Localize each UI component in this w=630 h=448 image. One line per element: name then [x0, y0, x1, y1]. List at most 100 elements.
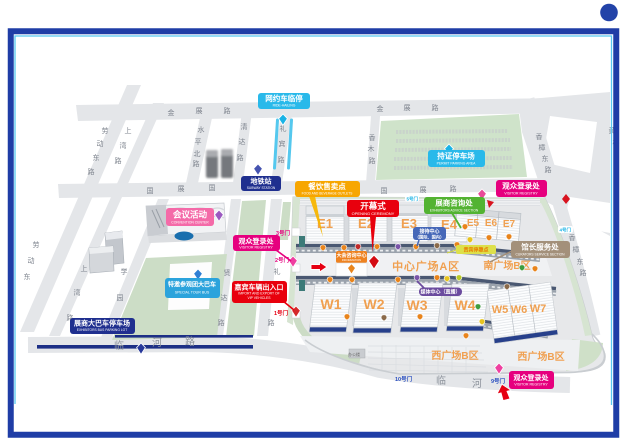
svg-text:接待中心: 接待中心 [418, 228, 439, 235]
svg-text:动: 动 [97, 139, 104, 148]
svg-text:路: 路 [545, 165, 552, 174]
svg-text:办公楼: 办公楼 [348, 351, 360, 357]
svg-text:展商大巴车停车场: 展商大巴车停车场 [73, 319, 130, 328]
svg-text:SUBWAY STATION: SUBWAY STATION [247, 186, 276, 190]
svg-text:2号门: 2号门 [275, 256, 290, 264]
svg-text:餐饮售卖点: 餐饮售卖点 [307, 181, 346, 191]
svg-text:E2: E2 [358, 216, 374, 231]
svg-text:水: 水 [198, 125, 205, 134]
svg-text:北: 北 [194, 150, 201, 158]
svg-text:路: 路 [237, 153, 244, 162]
svg-text:W7: W7 [530, 303, 547, 315]
svg-text:上: 上 [81, 264, 88, 273]
svg-text:樟: 樟 [573, 245, 580, 254]
svg-text:香: 香 [536, 132, 543, 141]
svg-text:路: 路 [115, 156, 122, 165]
svg-text:达: 达 [221, 293, 228, 302]
svg-text:路: 路 [88, 167, 95, 176]
svg-text:INFORMATION: INFORMATION [342, 258, 361, 262]
svg-text:RIDE-HAILING: RIDE-HAILING [273, 104, 296, 108]
svg-text:展: 展 [404, 104, 411, 112]
svg-text:VISITOR REGISTRY: VISITOR REGISTRY [239, 246, 273, 250]
svg-text:国: 国 [381, 187, 388, 195]
svg-text:特邀参观团大巴车: 特邀参观团大巴车 [168, 281, 216, 289]
svg-text:路: 路 [193, 159, 200, 168]
svg-text:路: 路 [369, 156, 376, 165]
svg-text:馆长服务处: 馆长服务处 [521, 242, 559, 252]
svg-text:路: 路 [432, 103, 439, 112]
svg-text:持证停车场: 持证停车场 [437, 151, 475, 161]
svg-text:开幕式: 开幕式 [360, 201, 386, 211]
svg-text:路: 路 [450, 184, 457, 193]
svg-text:清: 清 [241, 122, 248, 131]
svg-text:金: 金 [168, 108, 175, 117]
svg-text:湾: 湾 [120, 141, 127, 150]
svg-text:樟: 樟 [539, 143, 546, 152]
svg-text:礼: 礼 [280, 124, 287, 133]
svg-text:媒体中心（直播）: 媒体中心（直播） [419, 289, 460, 296]
svg-text:路: 路 [67, 313, 74, 322]
svg-text:EXHIBITORS ADVICE SECTION: EXHIBITORS ADVICE SECTION [430, 209, 479, 213]
svg-text:路: 路 [580, 268, 587, 277]
svg-text:平: 平 [195, 138, 202, 146]
svg-text:上: 上 [125, 126, 132, 135]
svg-text:大会咨询中心: 大会咨询中心 [336, 252, 366, 259]
svg-text:湾: 湾 [74, 288, 81, 297]
svg-text:路: 路 [224, 106, 231, 115]
svg-text:河: 河 [152, 337, 162, 349]
svg-text:E6: E6 [485, 218, 498, 229]
svg-text:展商咨询处: 展商咨询处 [434, 198, 473, 208]
svg-text:动: 动 [28, 256, 35, 265]
svg-text:国: 国 [209, 184, 216, 192]
svg-text:东: 东 [24, 272, 31, 281]
svg-text:观众登录处: 观众登录处 [502, 181, 540, 191]
svg-text:W5: W5 [492, 304, 509, 316]
svg-text:VISITOR REGISTRY: VISITOR REGISTRY [514, 383, 548, 387]
svg-text:嘉宾车辆出入口: 嘉宾车辆出入口 [234, 283, 284, 292]
svg-text:临: 临 [114, 339, 124, 352]
svg-text:W1: W1 [321, 296, 342, 312]
svg-text:国: 国 [147, 187, 154, 195]
svg-text:PERMIT PARKING AREA: PERMIT PARKING AREA [437, 162, 476, 166]
svg-text:E7: E7 [503, 219, 516, 230]
svg-text:展: 展 [420, 186, 427, 194]
svg-text:达: 达 [239, 137, 246, 146]
svg-text:VIP VEHICLES: VIP VEHICLES [247, 296, 271, 300]
svg-text:CURATORS SERVICE SECTION: CURATORS SERVICE SECTION [515, 253, 565, 257]
svg-text:IMPORT AND EXPORT OF: IMPORT AND EXPORT OF [238, 292, 279, 296]
svg-text:金: 金 [377, 104, 384, 113]
svg-text:9号门: 9号门 [491, 377, 506, 385]
svg-text:10号门: 10号门 [395, 375, 413, 383]
svg-text:路: 路 [185, 335, 195, 348]
svg-text:FOOD AND BEVERAGE OUTLETS: FOOD AND BEVERAGE OUTLETS [302, 192, 353, 196]
svg-text:礼: 礼 [274, 267, 281, 276]
svg-text:4号门: 4号门 [560, 227, 572, 234]
svg-text:西广场B区: 西广场B区 [517, 350, 564, 363]
svg-text:园: 园 [117, 294, 124, 302]
svg-text:网约车临停: 网约车临停 [265, 93, 303, 103]
svg-text:西广场B区: 西广场B区 [431, 349, 478, 362]
svg-text:（国际、国内）: （国际、国内） [415, 234, 444, 241]
svg-text:观众登录处: 观众登录处 [514, 373, 550, 382]
svg-text:5号门: 5号门 [407, 196, 419, 203]
svg-text:展: 展 [196, 107, 203, 115]
svg-text:香: 香 [369, 133, 376, 142]
svg-text:VISITOR REGISTRY: VISITOR REGISTRY [504, 192, 538, 196]
svg-text:地铁站: 地铁站 [251, 177, 272, 186]
svg-text:中心广场A区: 中心广场A区 [392, 259, 460, 273]
svg-text:W6: W6 [511, 304, 528, 316]
svg-text:劳: 劳 [102, 126, 109, 135]
svg-text:W4: W4 [455, 297, 476, 313]
svg-text:劳: 劳 [33, 240, 40, 249]
svg-text:会议活动: 会议活动 [172, 210, 208, 220]
svg-text:路: 路 [278, 155, 285, 164]
svg-text:贤: 贤 [224, 268, 231, 277]
svg-text:东: 东 [93, 153, 100, 162]
svg-text:学: 学 [121, 267, 128, 276]
svg-text:W3: W3 [407, 297, 428, 313]
svg-text:临: 临 [436, 374, 446, 387]
svg-text:东: 东 [542, 154, 549, 163]
svg-text:木: 木 [368, 144, 375, 153]
svg-text:W2: W2 [364, 296, 385, 312]
svg-text:SPECIAL TOUR BUS: SPECIAL TOUR BUS [175, 291, 210, 295]
